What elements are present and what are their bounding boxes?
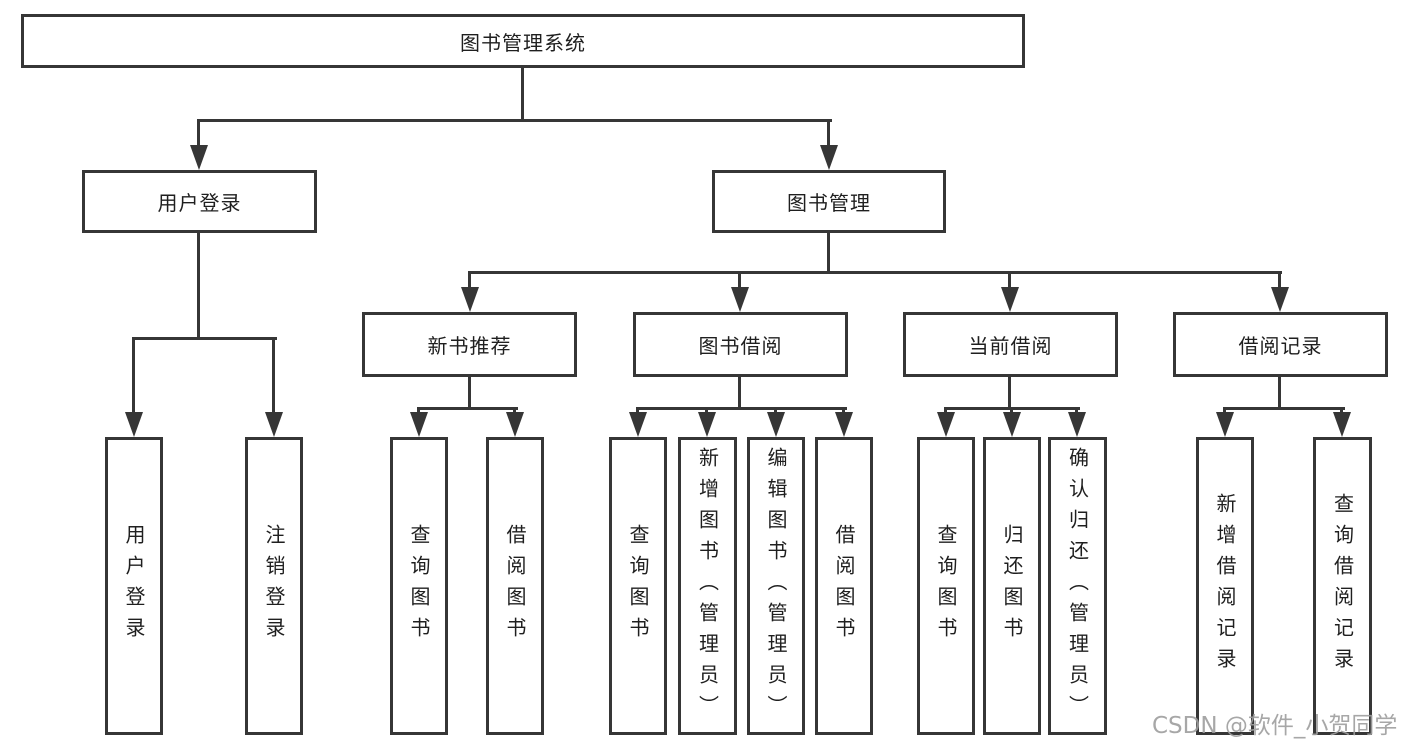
arrow-down-icon bbox=[1271, 287, 1289, 312]
arrow-down-icon bbox=[835, 412, 853, 437]
node-current-borrow: 当前借阅 bbox=[903, 312, 1118, 377]
connector-to-current-borrow bbox=[1008, 271, 1011, 291]
connector-current-borrow-stem bbox=[1008, 377, 1011, 410]
arrow-down-icon bbox=[506, 412, 524, 437]
node-label: 查询图书 bbox=[626, 524, 650, 648]
node-label: 查询借阅记录 bbox=[1330, 493, 1355, 679]
arrow-down-icon bbox=[820, 145, 838, 170]
node-label: 查询图书 bbox=[407, 524, 431, 648]
node-label: 新书推荐 bbox=[427, 334, 512, 358]
connector-book-borrow-split bbox=[636, 407, 847, 410]
connector-borrow-records-split bbox=[1223, 407, 1345, 410]
connector-to-book-management bbox=[827, 119, 830, 149]
node-label: 新增借阅记录 bbox=[1213, 493, 1237, 679]
arrow-down-icon bbox=[629, 412, 647, 437]
connector-to-borrow-records bbox=[1278, 271, 1281, 291]
arrow-down-icon bbox=[1216, 412, 1234, 437]
connector-new-book-split bbox=[417, 407, 518, 410]
connector-new-book-stem bbox=[468, 377, 471, 410]
node-label: 编辑图书（管理员） bbox=[764, 446, 788, 726]
node-label: 用户登录 bbox=[157, 191, 242, 215]
node-label: 新增图书（管理员） bbox=[695, 446, 720, 726]
watermark: CSDN @软件_小贺同学 bbox=[1152, 713, 1398, 739]
node-leaf-add-books-admin: 新增图书（管理员） bbox=[678, 437, 737, 735]
arrow-down-icon bbox=[937, 412, 955, 437]
arrow-down-icon bbox=[731, 287, 749, 312]
node-leaf-borrow-books: 借阅图书 bbox=[486, 437, 544, 735]
connector-user-login-split bbox=[132, 337, 277, 340]
node-leaf-edit-books-admin: 编辑图书（管理员） bbox=[747, 437, 805, 735]
connector-root-stem bbox=[521, 68, 524, 122]
connector-root-split bbox=[197, 119, 832, 122]
node-label: 图书借阅 bbox=[698, 334, 783, 358]
connector-to-new-book bbox=[468, 271, 471, 291]
node-leaf-query-borrow-record: 查询借阅记录 bbox=[1313, 437, 1372, 735]
arrow-down-icon bbox=[410, 412, 428, 437]
node-leaf-return-books: 归还图书 bbox=[983, 437, 1041, 735]
connector-book-mgmt-split bbox=[468, 271, 1282, 274]
arrow-down-icon bbox=[698, 412, 716, 437]
node-user-login: 用户登录 bbox=[82, 170, 317, 233]
node-leaf-confirm-return-admin: 确认归还（管理员） bbox=[1048, 437, 1107, 735]
arrow-down-icon bbox=[1001, 287, 1019, 312]
node-label: 借阅图书 bbox=[503, 524, 527, 648]
connector-to-leaf bbox=[132, 337, 135, 415]
node-leaf-user-login: 用户登录 bbox=[105, 437, 163, 735]
node-library-management-system: 图书管理系统 bbox=[21, 14, 1025, 68]
node-label: 注销登录 bbox=[262, 524, 286, 648]
node-label: 借阅记录 bbox=[1238, 334, 1323, 358]
node-label: 当前借阅 bbox=[968, 334, 1053, 358]
node-book-borrow: 图书借阅 bbox=[633, 312, 848, 377]
arrow-down-icon bbox=[125, 412, 143, 437]
arrow-down-icon bbox=[767, 412, 785, 437]
connector-user-login-stem bbox=[197, 233, 200, 340]
connector-book-mgmt-stem bbox=[827, 233, 830, 274]
node-label: 借阅图书 bbox=[832, 524, 856, 648]
node-book-management: 图书管理 bbox=[712, 170, 946, 233]
connector-to-user-login bbox=[197, 119, 200, 149]
node-label: 用户登录 bbox=[122, 524, 146, 648]
arrow-down-icon bbox=[265, 412, 283, 437]
node-label: 图书管理系统 bbox=[460, 30, 586, 55]
node-new-book-recommend: 新书推荐 bbox=[362, 312, 577, 377]
connector-book-borrow-stem bbox=[738, 377, 741, 410]
node-label: 归还图书 bbox=[1000, 524, 1024, 648]
node-leaf-borrow-books: 借阅图书 bbox=[815, 437, 873, 735]
node-leaf-query-books: 查询图书 bbox=[609, 437, 667, 735]
node-leaf-query-books: 查询图书 bbox=[390, 437, 448, 735]
arrow-down-icon bbox=[1003, 412, 1021, 437]
node-leaf-add-borrow-record: 新增借阅记录 bbox=[1196, 437, 1254, 735]
connector-borrow-records-stem bbox=[1278, 377, 1281, 410]
node-label: 图书管理 bbox=[787, 191, 871, 215]
arrow-down-icon bbox=[1333, 412, 1351, 437]
arrow-down-icon bbox=[1068, 412, 1086, 437]
connector-to-book-borrow bbox=[738, 271, 741, 291]
arrow-down-icon bbox=[461, 287, 479, 312]
node-leaf-query-books: 查询图书 bbox=[917, 437, 975, 735]
arrow-down-icon bbox=[190, 145, 208, 170]
node-label: 查询图书 bbox=[934, 524, 958, 648]
node-borrow-records: 借阅记录 bbox=[1173, 312, 1388, 377]
node-label: 确认归还（管理员） bbox=[1065, 446, 1090, 726]
node-leaf-logout: 注销登录 bbox=[245, 437, 303, 735]
connector-to-leaf bbox=[272, 337, 275, 415]
